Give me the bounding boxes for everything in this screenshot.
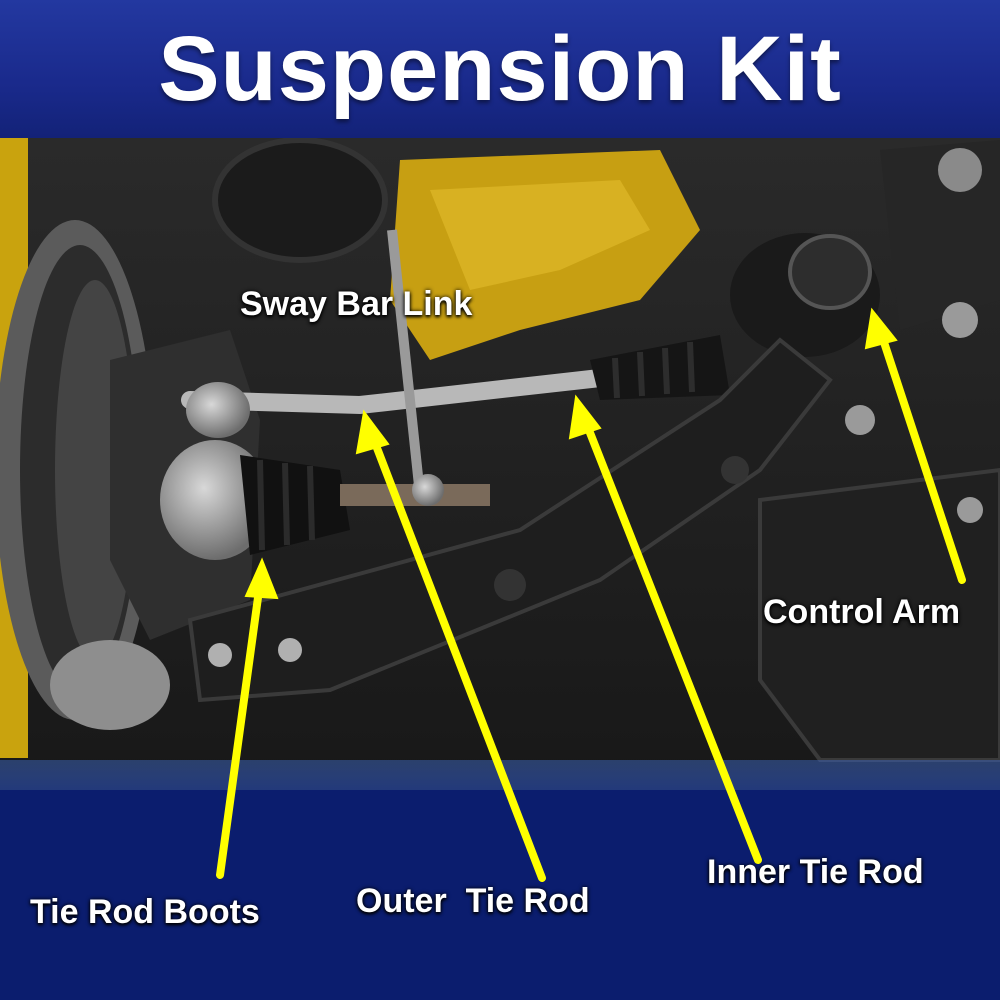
label-tie-rod-boots: Tie Rod Boots — [30, 893, 260, 931]
label-sway-bar-link: Sway Bar Link — [240, 285, 473, 323]
label-outer-tie-rod: Outer Tie Rod — [356, 882, 590, 920]
label-inner-tie-rod: Inner Tie Rod — [707, 853, 924, 891]
title-banner: Suspension Kit — [0, 0, 1000, 138]
page-title: Suspension Kit — [158, 18, 842, 120]
label-control-arm: Control Arm — [763, 593, 961, 631]
